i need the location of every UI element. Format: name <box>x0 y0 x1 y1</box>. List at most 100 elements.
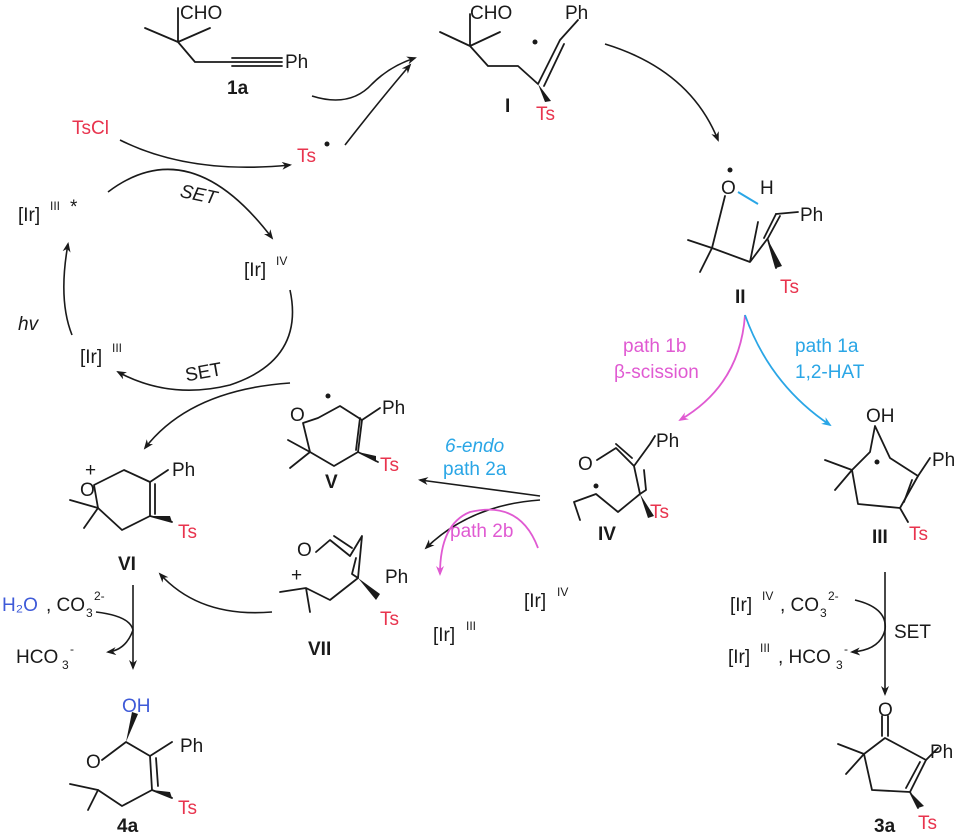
o-label: O <box>721 178 736 199</box>
bicarbonate-label: HCO <box>16 647 58 668</box>
set-label-top: SET <box>178 181 220 210</box>
intermediate-VI: O + Ph Ts VI <box>69 460 197 575</box>
intermediate-III: OH Ph Ts III <box>824 406 955 548</box>
compound-number-VII: VII <box>308 639 331 660</box>
water-addition-arrow <box>95 611 134 656</box>
ir-iii-b-sup: III <box>466 619 476 633</box>
bicarbonate-sup: - <box>70 642 74 656</box>
carbonate-label: , CO <box>46 595 85 616</box>
compound-number-1a: 1a <box>227 78 249 99</box>
set-label-bottom: SET <box>184 359 224 386</box>
ts-label: Ts <box>909 524 928 545</box>
hv-label: hv <box>18 314 40 335</box>
radical-dot <box>324 141 330 147</box>
path-2b-arrow <box>424 499 541 550</box>
tscl-label: TsCl <box>72 118 109 139</box>
ir-iv-c: [Ir] <box>730 595 752 616</box>
intermediate-V: O Ph Ts V <box>287 393 405 493</box>
set-arc-bottom <box>116 289 294 392</box>
ts-label: Ts <box>536 104 555 125</box>
compound-number-III: III <box>872 527 888 548</box>
cyclization-arrow <box>604 43 719 142</box>
ir-iii-star: [Ir] <box>18 205 40 226</box>
6-endo-label: 6-endo <box>445 436 504 457</box>
ts-radical-to-I-arrow <box>344 63 412 146</box>
set-oxidation-arrow <box>850 599 886 656</box>
o-label: O <box>578 454 593 475</box>
bicarbonate-sub: 3 <box>62 658 69 672</box>
path-1a-label: path 1a <box>795 336 859 357</box>
path-1b-label: path 1b <box>623 336 686 357</box>
ph-label: Ph <box>932 450 955 471</box>
compound-number-II: II <box>735 287 746 308</box>
ph-label: Ph <box>385 567 408 588</box>
ts-label: Ts <box>380 455 399 476</box>
bicarbonate-label-c: , HCO <box>778 647 831 668</box>
carbonate-label-c: , CO <box>780 595 819 616</box>
carbonate-sub: 3 <box>86 606 93 620</box>
h-label: H <box>760 178 774 199</box>
compound-number-4a: 4a <box>117 816 139 837</box>
carbonate-sub-c: 3 <box>820 606 827 620</box>
ph-label: Ph <box>180 736 203 757</box>
ph-label: Ph <box>285 52 308 73</box>
ir-iii-c-sup: III <box>760 641 770 655</box>
bicarbonate-sub-c: 3 <box>836 658 843 672</box>
ts-radical-label: Ts <box>297 146 316 167</box>
ts-label: Ts <box>918 813 937 834</box>
cho-label: CHO <box>470 3 512 24</box>
ph-label: Ph <box>382 398 405 419</box>
hv-arrow <box>62 242 73 336</box>
compound-number-IV: IV <box>598 524 616 545</box>
beta-scission-label: β-scission <box>614 362 699 383</box>
ir-iii-star-sup: III <box>50 199 60 213</box>
water-label: H₂O <box>2 595 38 616</box>
hat-label: 1,2-HAT <box>795 362 865 383</box>
ir-iv-b: [Ir] <box>524 591 546 612</box>
ph-label: Ph <box>930 742 953 763</box>
oh-label: OH <box>866 406 895 427</box>
set-label-right: SET <box>894 622 931 643</box>
ir-iii: [Ir] <box>80 347 102 368</box>
ph-label: Ph <box>800 205 823 226</box>
compound-number-V: V <box>325 472 338 493</box>
path-2b-label: path 2b <box>450 521 513 542</box>
o-label: O <box>86 752 101 773</box>
ir-iv-c-sup: IV <box>762 589 773 603</box>
ph-label: Ph <box>172 460 195 481</box>
cho-label: CHO <box>180 3 222 24</box>
ts-label: Ts <box>178 798 197 819</box>
o-label: O <box>878 700 893 721</box>
ph-label: Ph <box>656 431 679 452</box>
carbonate-sup-c: 2- <box>828 589 839 603</box>
intermediate-VII: O + Ph Ts VII <box>279 535 408 660</box>
ir-iii-c: [Ir] <box>728 647 750 668</box>
intermediate-I: CHO Ph Ts I <box>439 3 588 125</box>
ts-label: Ts <box>650 502 669 523</box>
ts-label: Ts <box>780 277 799 298</box>
ir-iii-b: [Ir] <box>433 625 455 646</box>
carbonate-sup: 2- <box>94 589 105 603</box>
o-label: O <box>297 540 312 561</box>
plus-sign: + <box>85 460 96 481</box>
VII-to-VI-arrow <box>158 572 273 614</box>
ir-iii-sup: III <box>112 341 122 355</box>
product-3a: O Ph Ts 3a <box>837 700 953 837</box>
oh-label: OH <box>122 696 151 717</box>
path-1b-arrow <box>678 314 746 422</box>
ts-label: Ts <box>380 609 399 630</box>
ir-iv-sup: IV <box>276 254 287 268</box>
ir-iv-b-sup: IV <box>557 585 568 599</box>
intermediate-II: O H Ph Ts II <box>687 167 823 308</box>
tscl-to-ts-arrow <box>119 139 292 170</box>
compound-1a: CHO Ph 1a <box>144 3 308 99</box>
o-label: O <box>290 405 305 426</box>
intermediate-IV: O Ph Ts IV <box>573 431 679 545</box>
product-4a: OH O Ph Ts 4a <box>69 696 203 837</box>
compound-number-3a: 3a <box>874 816 896 837</box>
star: * <box>70 197 78 218</box>
path-1a-arrow <box>744 314 832 427</box>
set-arc-top <box>107 168 274 240</box>
